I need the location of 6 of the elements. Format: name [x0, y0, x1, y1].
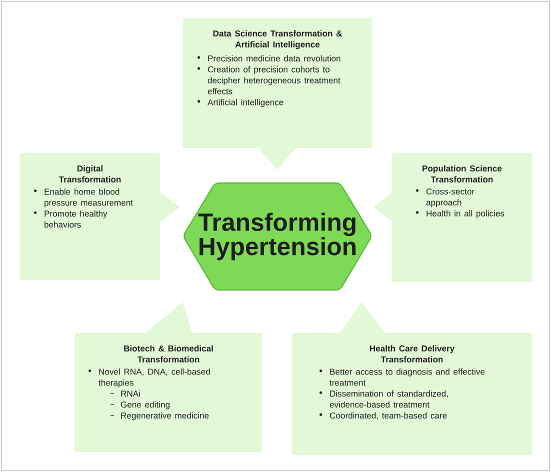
callout-box: Digital Transformation Enable home blood pressure measurement Promote healthy behaviors: [20, 153, 180, 280]
callout-box: Biotech & Biomedical Transformation Novel RNA, DNA, cell-based therapies RNAi Gene editing Regenerative medicine: [75, 302, 262, 452]
hexagon: Transforming Hypertension: [184, 182, 372, 291]
callout-box: Population Science Transformation Cross-sector approach Health in all policies: [374, 153, 532, 282]
callout-box: Data Science Transformation & Artificial Intelligence Precision medicine data revolution Creation of precision cohorts to decipher heterogeneous treatment effects Artificial intelligence: [183, 18, 372, 170]
callout-box: Health Care Delivery Transformation Better access to diagnosis and effective treatment Dissemination of standardized, evidence-based treatment Coordinated, team-based care: [292, 302, 532, 455]
